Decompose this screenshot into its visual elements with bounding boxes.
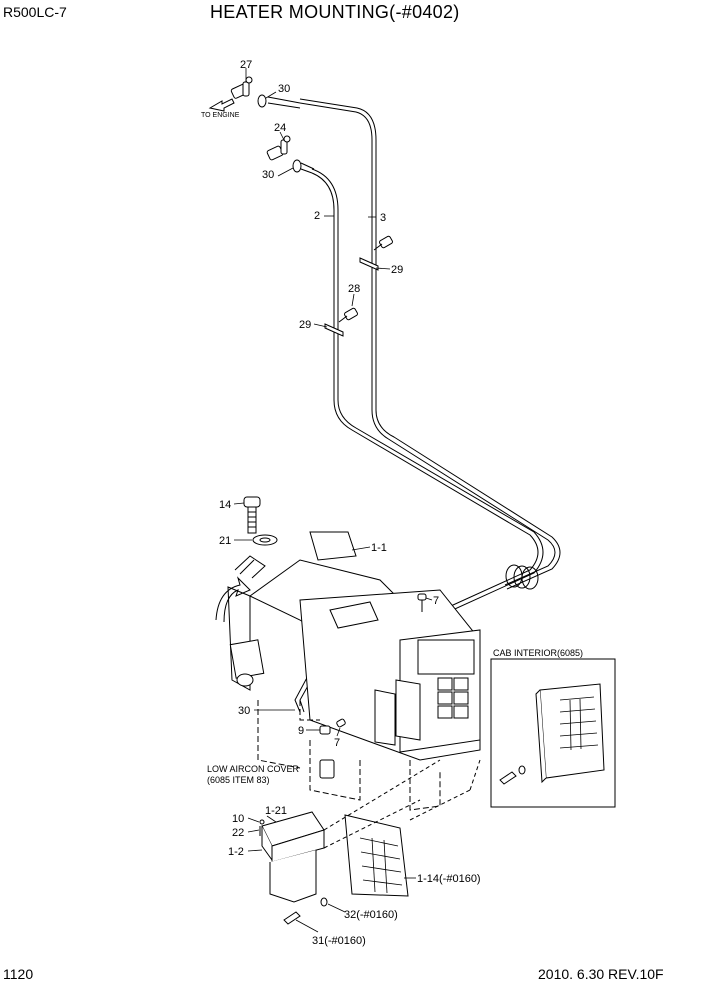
clamp-30-top: [257, 94, 301, 109]
low-aircon-cover-note: LOW AIRCON COVER: [207, 764, 300, 774]
callout-10: 10: [232, 813, 244, 825]
to-engine-arrow-icon: [208, 98, 235, 112]
callout-30-lower: 30: [238, 705, 250, 717]
callout-1-1: 1-1: [371, 542, 387, 554]
hose-2: [294, 168, 544, 713]
callout-31: 31(-#0160): [312, 935, 366, 947]
valve-24: [266, 135, 291, 161]
callout-7-top: 7: [433, 595, 439, 607]
callout-7-lower: 7: [334, 737, 340, 749]
page-title: HEATER MOUNTING(-#0402): [210, 2, 460, 22]
callout-30-second: 30: [262, 169, 274, 181]
callout-21: 21: [219, 535, 231, 547]
callout-28: 28: [348, 283, 360, 295]
valve-27: [230, 76, 253, 99]
screw-7-lower: [336, 718, 346, 728]
washer-21: [252, 534, 278, 546]
callout-32: 32(-#0160): [344, 909, 398, 921]
callout-29-left: 29: [299, 319, 311, 331]
connector-9: [319, 725, 331, 735]
callout-1-2: 1-2: [228, 846, 244, 858]
callout-27: 27: [240, 59, 252, 71]
hose-clamp-ring: [505, 564, 539, 590]
hose-3: [299, 98, 561, 590]
callout-24: 24: [274, 122, 286, 134]
callout-29-right: 29: [391, 264, 403, 276]
screw-7-top: [417, 593, 427, 612]
low-aircon-cover-item: (6085 ITEM 83): [207, 775, 270, 785]
clamp-30-second: [292, 159, 315, 174]
model-code: R500LC-7: [3, 4, 67, 20]
screw-31: [283, 911, 301, 925]
cover-1-14: [344, 814, 409, 897]
dashed-guides: [323, 759, 481, 849]
callout-1-21: 1-21: [265, 805, 287, 817]
leader-lines: [233, 68, 433, 933]
control-panel-1-2: [259, 811, 325, 903]
callout-1-14: 1-14(-#0160): [417, 873, 481, 885]
heater-unit: [227, 531, 481, 779]
bolt-28: [338, 307, 358, 323]
spring-clip: [234, 555, 266, 579]
filter-grid: [437, 677, 469, 719]
callout-14: 14: [219, 499, 231, 511]
airflow-arrow-icon: [215, 576, 251, 623]
cab-interior-note: CAB INTERIOR(6085): [493, 648, 583, 658]
clip-29-right: [359, 257, 379, 271]
to-engine-note: TO ENGINE: [201, 112, 240, 119]
cab-interior-inset: [490, 658, 616, 808]
support-brackets: [257, 700, 441, 811]
bolt-14: [243, 496, 261, 534]
revision-date: 2010. 6.30 REV.10F: [538, 966, 664, 982]
page-number: 1120: [3, 966, 34, 982]
callout-3: 3: [380, 212, 386, 224]
callout-30-top: 30: [278, 83, 290, 95]
bolt-28-upper: [373, 235, 393, 251]
callout-22: 22: [232, 827, 244, 839]
callout-9: 9: [298, 725, 304, 737]
callout-2: 2: [314, 210, 320, 222]
washer-32: [320, 897, 328, 907]
